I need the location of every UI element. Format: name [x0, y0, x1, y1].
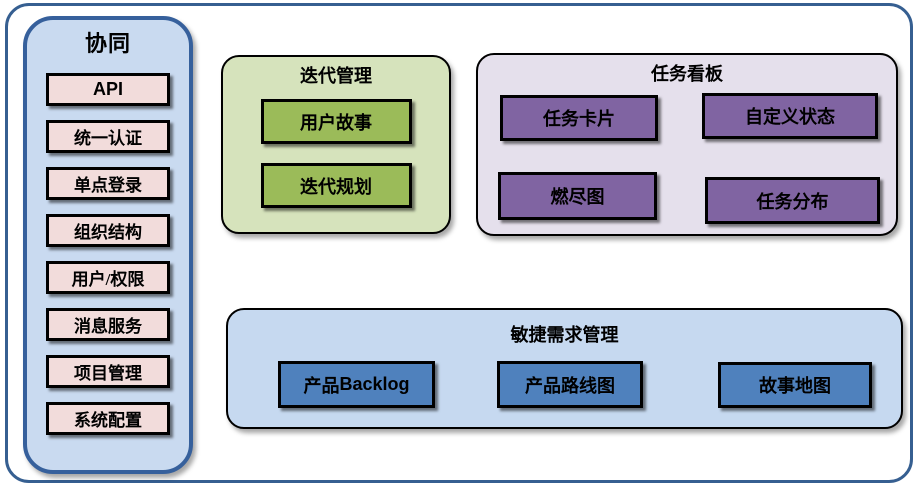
panel-agile-title: 敏捷需求管理	[510, 325, 619, 345]
panel-iteration-management: 迭代管理 用户故事 迭代规划	[221, 55, 451, 234]
sidebar-item-org-structure: 组织结构	[46, 214, 170, 247]
item-product-backlog-zh: 产品	[303, 375, 340, 396]
panel-iteration-title: 迭代管理	[300, 66, 372, 86]
sidebar-item-user-permission: 用户/权限	[46, 261, 170, 294]
sidebar-item-unified-auth: 统一认证	[46, 120, 170, 153]
item-product-backlog-en: Backlog	[339, 374, 410, 394]
sidebar-item-project-management: 项目管理	[46, 355, 170, 388]
outer-frame: 协同 API 统一认证 单点登录 组织结构 用户/权限 消息服务 项目管理 系统…	[5, 3, 913, 483]
item-task-distribution: 任务分布	[705, 177, 880, 224]
sidebar-item-system-config: 系统配置	[46, 402, 170, 435]
panel-task-board: 任务看板 任务卡片 自定义状态 燃尽图 任务分布	[476, 53, 898, 236]
sidebar-collaboration: 协同 API 统一认证 单点登录 组织结构 用户/权限 消息服务 项目管理 系统…	[23, 16, 193, 474]
panel-task-board-title: 任务看板	[651, 64, 723, 84]
sidebar-title: 协同	[84, 31, 131, 56]
item-story-map: 故事地图	[718, 362, 872, 408]
item-custom-status: 自定义状态	[702, 93, 878, 139]
item-product-roadmap: 产品路线图	[497, 361, 643, 408]
item-user-story: 用户故事	[260, 99, 412, 144]
sidebar-item-api: API	[46, 73, 170, 106]
item-task-card: 任务卡片	[500, 95, 658, 141]
sidebar-item-message-service: 消息服务	[46, 308, 170, 341]
sidebar-item-sso: 单点登录	[46, 167, 170, 200]
item-iteration-planning: 迭代规划	[260, 163, 412, 208]
item-burndown-chart: 燃尽图	[498, 172, 657, 220]
